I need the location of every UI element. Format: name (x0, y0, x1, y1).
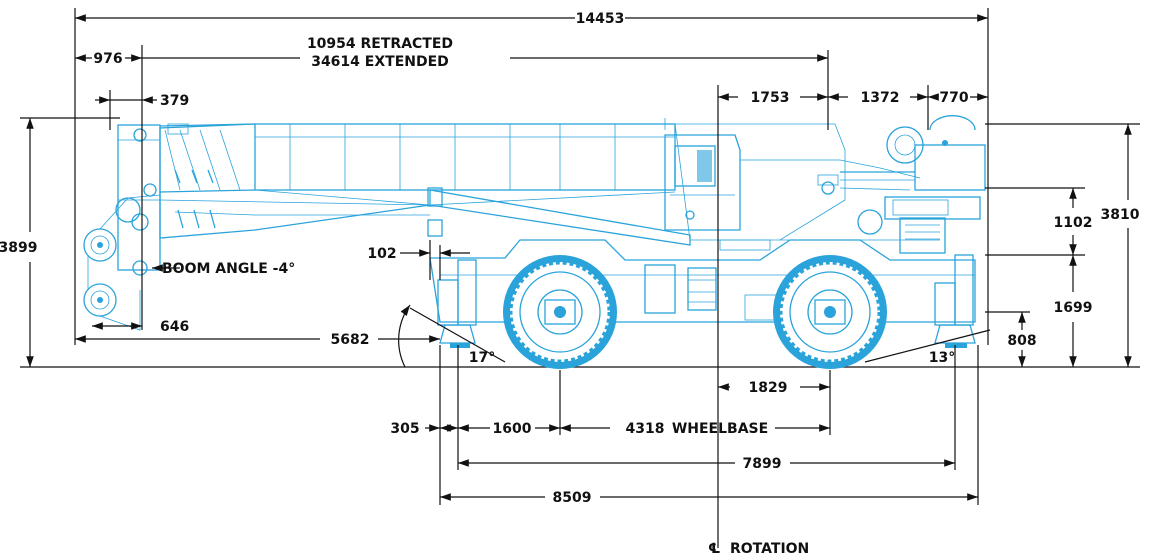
boom (159, 118, 691, 246)
label-front-outrigger: 305 (390, 421, 419, 437)
label-boom-retracted: 10954 RETRACTED (307, 36, 453, 52)
label-sheave-width: 646 (160, 319, 189, 335)
boom-head (83, 123, 256, 331)
crane-illustration (20, 115, 1140, 369)
label-front-overhang: 976 (93, 51, 122, 67)
label-outrigger-offset: 102 (367, 246, 396, 262)
label-boom-height: 3899 (0, 240, 37, 256)
label-departure-angle: 13° (929, 350, 955, 366)
label-overall-height: 3810 (1101, 207, 1140, 223)
front-tire (503, 255, 617, 369)
label-counterweight-tail: 770 (939, 90, 968, 106)
label-outrigger-span: 7899 (743, 456, 782, 472)
label-boom-angle: BOOM ANGLE -4° (162, 261, 295, 277)
label-wheelbase-text: WHEELBASE (672, 421, 768, 437)
label-overall-width: 8509 (553, 490, 592, 506)
label-deck-height: 1699 (1054, 300, 1093, 316)
label-approach-angle: 17° (469, 350, 495, 366)
label-rotation-to-rear-axle: 1829 (749, 380, 788, 396)
label-counterweight-height: 1102 (1054, 215, 1093, 231)
label-boom-tip-offset: 379 (160, 93, 189, 109)
centerline-symbol: ℄ (708, 541, 721, 557)
label-boom-extended: 34614 EXTENDED (311, 54, 449, 70)
superstructure (674, 115, 986, 254)
label-overall-length: 14453 (576, 11, 625, 27)
dimension-labels: 14453 10954 RETRACTED 34614 EXTENDED 976… (0, 11, 1140, 557)
cab (664, 134, 741, 231)
label-cab-to-counterweight: 1372 (861, 90, 900, 106)
label-ground-clearance: 808 (1007, 333, 1036, 349)
label-rotation: ROTATION (730, 541, 809, 557)
rear-tire (773, 255, 887, 369)
dimensions (20, 8, 1140, 548)
label-rotation-to-cab: 1753 (751, 90, 790, 106)
label-front-axle-offset: 1600 (493, 421, 532, 437)
label-boom-to-rotation: 5682 (331, 332, 370, 348)
label-wheelbase: 4318 (626, 421, 665, 437)
